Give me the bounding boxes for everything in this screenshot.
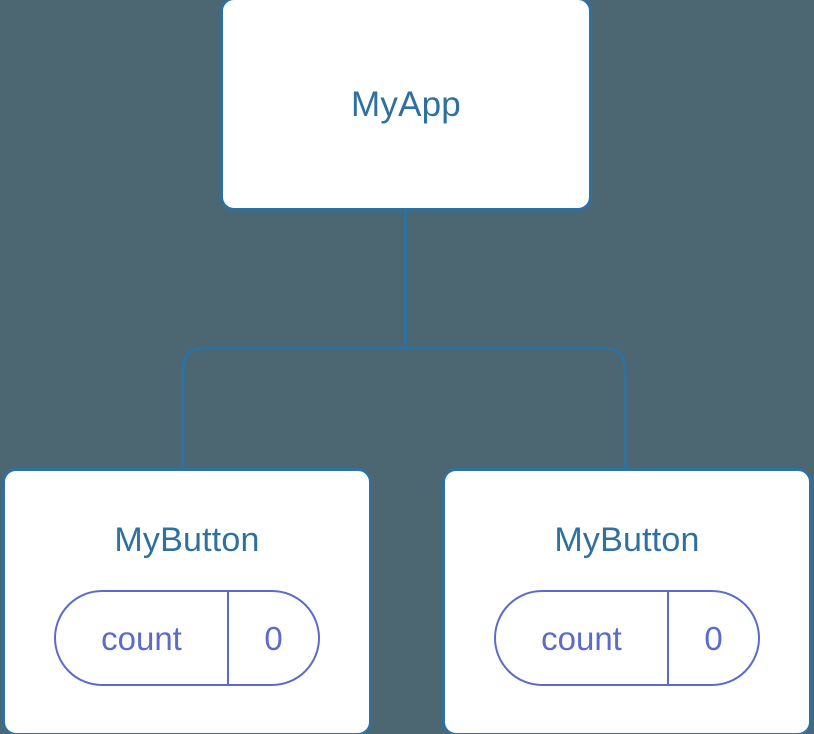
node-mybutton-left[interactable]: MyButton count 0 [2,468,372,734]
state-pill-left-value: 0 [264,619,283,657]
node-myapp[interactable]: MyApp [220,0,592,211]
node-myapp-label: MyApp [351,84,461,124]
state-pill-left-key: count [56,592,229,684]
edge-to-child-right [405,346,627,470]
node-mybutton-left-label: MyButton [114,521,260,559]
state-pill-right-value: 0 [704,619,723,657]
state-pill-left[interactable]: count 0 [54,590,320,686]
edge-to-child-left [181,346,406,470]
state-pill-right[interactable]: count 0 [494,590,760,686]
state-pill-right-key: count [496,592,669,684]
node-mybutton-right[interactable]: MyButton count 0 [442,468,812,734]
node-mybutton-right-label: MyButton [554,521,700,559]
